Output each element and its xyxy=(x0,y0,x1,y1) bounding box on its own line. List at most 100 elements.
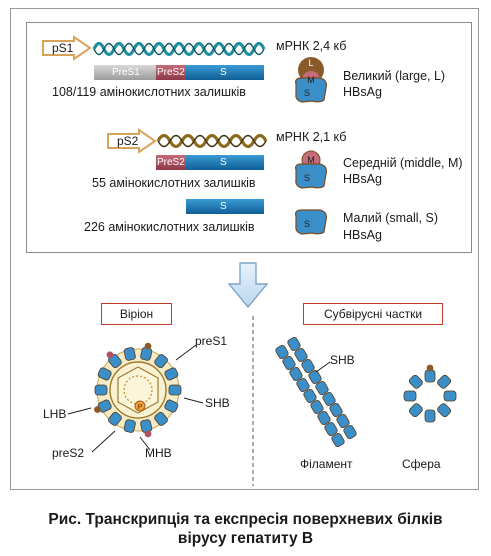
label-shb-virion: SHB xyxy=(205,396,230,410)
label-pres2: preS2 xyxy=(52,446,85,460)
figure-frame xyxy=(10,8,479,490)
protein-hbsag-middle: HBsAg xyxy=(343,172,382,186)
surface-protein-unit xyxy=(343,425,357,439)
surface-protein-unit xyxy=(301,359,315,373)
mrna-label-middle: мРНК 2,1 кб xyxy=(276,130,347,144)
surface-protein-unit xyxy=(408,403,423,418)
surface-protein-unit xyxy=(154,411,168,426)
surface-protein-unit xyxy=(94,399,112,413)
transcription-panel xyxy=(26,22,472,253)
promoter-arrow-ps2 xyxy=(107,128,157,154)
surface-protein-unit xyxy=(164,399,179,413)
surface-protein-unit xyxy=(424,364,436,383)
segment-label-pres1: PreS1 xyxy=(112,67,140,78)
gene-segment-s-large: S xyxy=(186,65,264,80)
down-arrow-icon xyxy=(227,262,269,309)
surface-protein-unit xyxy=(282,356,296,370)
segment-label-pres2-large: PreS2 xyxy=(157,67,185,78)
surface-protein-unit xyxy=(408,374,423,389)
surface-protein-unit xyxy=(403,390,417,402)
sphere-label: Сфера xyxy=(402,457,441,471)
gene-segment-s-small: S xyxy=(186,199,264,214)
protein-hbsag-small: HBsAg xyxy=(343,228,382,242)
surface-protein-unit xyxy=(168,384,182,396)
aa-count-large: 108/119 амінокислотних залишків xyxy=(52,85,246,99)
caption-line2: вірусу гепатиту В xyxy=(177,530,314,547)
segment-label-s-large: S xyxy=(220,67,227,78)
surface-protein-unit xyxy=(94,384,108,396)
surface-protein-unit xyxy=(329,403,343,417)
surface-protein-unit xyxy=(275,345,289,359)
icon-letter-m-middle: M xyxy=(307,155,315,165)
icon-letter-s-small: S xyxy=(304,219,310,229)
surface-protein-unit xyxy=(324,422,338,436)
virion-diagram: P xyxy=(94,342,182,438)
surface-protein-unit xyxy=(164,367,179,381)
surface-protein-unit xyxy=(140,342,153,361)
protein-name-small: Малий (small, S) xyxy=(343,211,439,225)
protein-icon-large: L M S xyxy=(295,57,327,103)
protein-icon-small: S xyxy=(295,209,327,235)
mrna-wave-large xyxy=(92,41,266,57)
surface-protein-unit xyxy=(322,392,336,406)
surface-protein-unit xyxy=(308,370,322,384)
surface-protein-unit xyxy=(97,367,112,381)
segment-label-pres2-middle: PreS2 xyxy=(157,157,185,168)
gene-segment-pres1: PreS1 xyxy=(94,65,156,80)
surface-protein-unit xyxy=(140,419,153,438)
gene-segment-pres2-middle: PreS2 xyxy=(156,155,186,170)
surface-protein-unit xyxy=(437,374,452,389)
surface-protein-unit xyxy=(331,433,345,447)
gene-segment-pres2-large: PreS2 xyxy=(156,65,186,80)
surface-protein-unit xyxy=(424,409,436,423)
promoter-label-ps2: pS2 xyxy=(117,134,139,148)
virion-title: Віріон xyxy=(101,303,172,325)
core-p-label: P xyxy=(138,404,143,411)
surface-protein-unit xyxy=(315,381,329,395)
surface-protein-unit xyxy=(437,403,452,418)
surface-protein-unit xyxy=(336,414,350,428)
surface-protein-unit xyxy=(106,351,122,369)
label-mhb: MHB xyxy=(145,446,172,460)
surface-protein-unit xyxy=(317,411,331,425)
promoter-arrow-ps1 xyxy=(42,35,92,61)
subviral-title: Субвірусні частки xyxy=(303,303,443,325)
icon-letter-s-middle: S xyxy=(304,173,310,183)
label-pres1: preS1 xyxy=(195,334,228,348)
icon-letter-m-large: M xyxy=(307,75,315,85)
filament-diagram xyxy=(275,337,357,447)
aa-count-small: 226 амінокислотних залишків xyxy=(84,220,255,234)
surface-protein-unit xyxy=(154,354,168,369)
protein-name-large: Великий (large, L) xyxy=(343,69,446,83)
surface-protein-unit xyxy=(310,400,324,414)
label-shb-filament: SHB xyxy=(330,353,355,367)
surface-protein-unit xyxy=(296,378,310,392)
protein-name-middle: Середній (middle, M) xyxy=(343,156,463,170)
mrna-wave-middle xyxy=(156,133,268,149)
mrna-label-large: мРНК 2,4 кб xyxy=(276,39,347,53)
segment-label-s-small: S xyxy=(220,201,227,212)
surface-protein-unit xyxy=(443,390,457,402)
label-lhb: LHB xyxy=(43,407,67,421)
aa-count-middle: 55 амінокислотних залишків xyxy=(92,176,256,190)
filament-label: Філамент xyxy=(300,457,353,471)
icon-letter-s-large: S xyxy=(304,88,310,98)
gene-segment-s-middle: S xyxy=(186,155,264,170)
surface-protein-unit xyxy=(289,367,303,381)
surface-protein-unit xyxy=(294,348,308,362)
promoter-label-ps1: pS1 xyxy=(52,41,74,55)
vertical-divider xyxy=(252,316,254,486)
surface-protein-unit xyxy=(123,347,136,361)
surface-protein-unit xyxy=(303,389,317,403)
icon-letter-l: L xyxy=(308,58,313,68)
surface-protein-unit xyxy=(108,411,122,426)
surface-protein-unit xyxy=(287,337,301,351)
protein-hbsag-large: HBsAg xyxy=(343,85,382,99)
caption-line1: Рис. Транскрипція та експресія поверхнев… xyxy=(48,511,443,528)
surface-protein-unit xyxy=(123,419,136,433)
sphere-diagram xyxy=(403,364,457,423)
protein-icon-middle: M S xyxy=(295,150,327,189)
segment-label-s-middle: S xyxy=(220,157,227,168)
